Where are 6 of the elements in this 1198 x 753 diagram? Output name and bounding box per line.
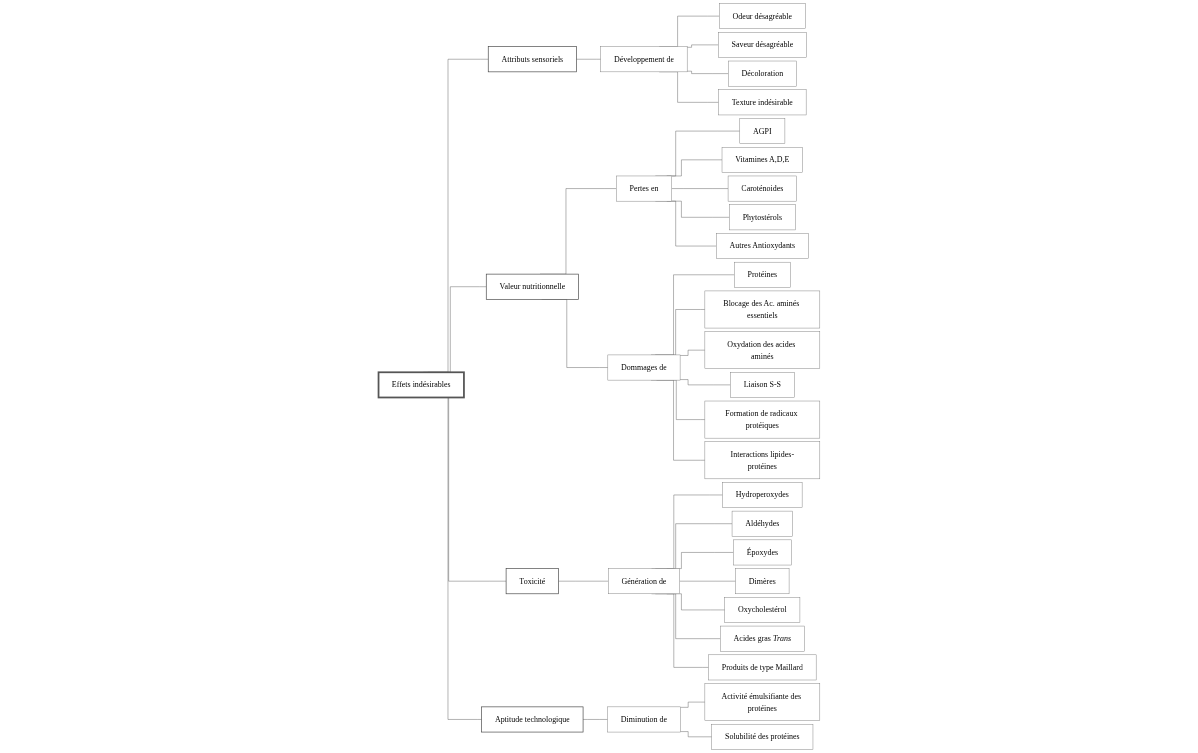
connector	[558, 581, 609, 582]
connector	[671, 188, 729, 189]
connector	[679, 349, 705, 356]
connector	[679, 379, 731, 386]
connector	[582, 719, 608, 720]
connector	[576, 59, 601, 60]
